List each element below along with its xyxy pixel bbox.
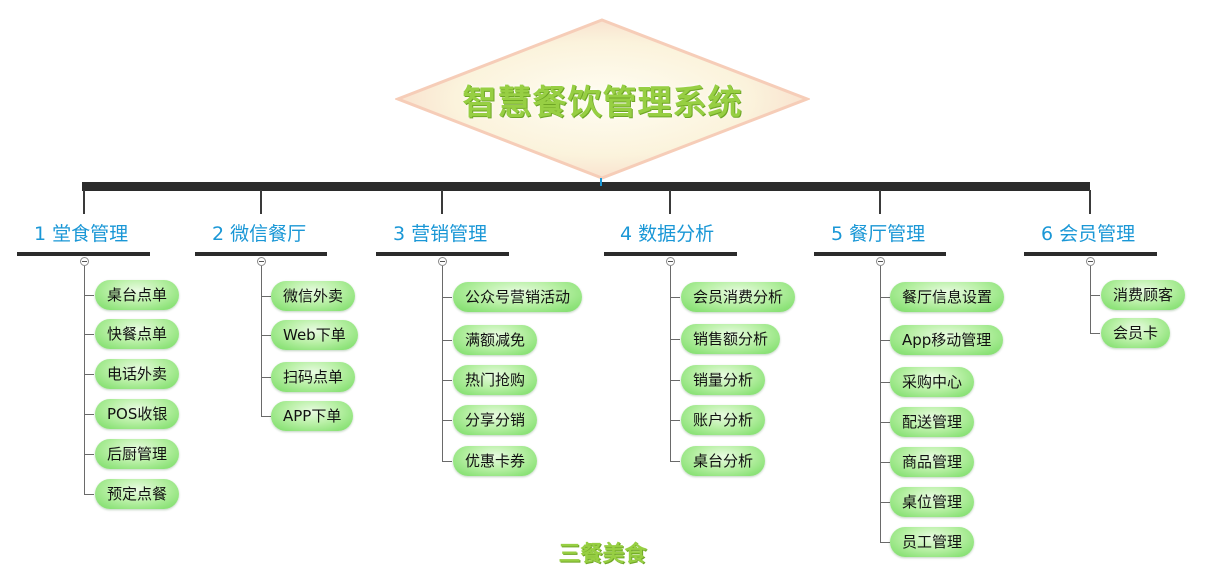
topic-node[interactable]: 餐厅信息设置 xyxy=(890,282,1005,312)
tree-branch-tick xyxy=(442,380,452,381)
collapse-toggle-icon[interactable] xyxy=(666,257,675,266)
topic-node[interactable]: 消费顾客 xyxy=(1101,280,1186,310)
topic-node[interactable]: 会员卡 xyxy=(1101,318,1171,348)
collapse-toggle-icon[interactable] xyxy=(1086,257,1095,266)
category-underline xyxy=(376,252,509,256)
category-label: 5 餐厅管理 xyxy=(831,223,926,245)
topic-node[interactable]: POS收银 xyxy=(95,399,180,429)
tree-branch-tick xyxy=(880,422,890,423)
collapse-toggle-icon[interactable] xyxy=(80,257,89,266)
category-label: 2 微信餐厅 xyxy=(212,223,307,245)
tree-branch-tick xyxy=(84,454,94,455)
tree-branch-tick xyxy=(1090,333,1100,334)
category-connector xyxy=(879,190,881,214)
category-connector xyxy=(441,190,443,214)
topic-node[interactable]: 会员消费分析 xyxy=(681,282,796,312)
tree-branch-tick xyxy=(880,462,890,463)
topic-node[interactable]: 销售额分析 xyxy=(681,324,781,354)
tree-branch-tick xyxy=(442,461,452,462)
collapse-toggle-icon[interactable] xyxy=(257,257,266,266)
category-underline xyxy=(814,252,946,256)
topic-node[interactable]: 热门抢购 xyxy=(453,365,538,395)
topic-node[interactable]: 公众号营销活动 xyxy=(453,282,583,312)
topic-node[interactable]: App移动管理 xyxy=(890,325,1004,355)
tree-branch-tick xyxy=(261,335,271,336)
topic-node[interactable]: APP下单 xyxy=(271,401,354,431)
tree-branch-tick xyxy=(670,380,680,381)
tree-branch-tick xyxy=(880,382,890,383)
diamond-shape xyxy=(393,18,812,180)
topic-node[interactable]: 预定点餐 xyxy=(95,479,180,509)
tree-branch-tick xyxy=(442,340,452,341)
category-label: 6 会员管理 xyxy=(1041,223,1136,245)
tree-branch-tick xyxy=(442,420,452,421)
topic-node[interactable]: 满额减免 xyxy=(453,325,538,355)
tree-branch-line xyxy=(84,266,85,494)
tree-branch-tick xyxy=(442,297,452,298)
topic-node[interactable]: 分享分销 xyxy=(453,405,538,435)
topic-node[interactable]: Web下单 xyxy=(271,320,358,350)
tree-branch-line xyxy=(1090,266,1091,333)
category-connector xyxy=(669,190,671,214)
tree-branch-tick xyxy=(84,334,94,335)
category-label: 1 堂食管理 xyxy=(34,223,129,245)
topic-node[interactable]: 员工管理 xyxy=(890,527,975,557)
topic-node[interactable]: 配送管理 xyxy=(890,407,975,437)
tree-branch-tick xyxy=(670,420,680,421)
collapse-toggle-icon[interactable] xyxy=(876,257,885,266)
tree-branch-line xyxy=(261,266,262,416)
tree-branch-tick xyxy=(261,377,271,378)
title-diamond: 智慧餐饮管理系统 xyxy=(393,18,812,180)
tree-branch-tick xyxy=(670,297,680,298)
tree-branch-tick xyxy=(1090,295,1100,296)
topic-node[interactable]: 微信外卖 xyxy=(271,281,356,311)
topic-node[interactable]: 账户分析 xyxy=(681,405,766,435)
topic-node[interactable]: 桌位管理 xyxy=(890,487,975,517)
category-connector xyxy=(260,190,262,214)
category-underline xyxy=(195,252,327,256)
topic-node[interactable]: 采购中心 xyxy=(890,367,975,397)
tree-branch-tick xyxy=(880,340,890,341)
tree-branch-tick xyxy=(261,416,271,417)
category-underline xyxy=(604,252,737,256)
tree-branch-tick xyxy=(880,542,890,543)
category-label: 3 营销管理 xyxy=(393,223,488,245)
tree-branch-tick xyxy=(84,414,94,415)
tree-branch-tick xyxy=(880,297,890,298)
topic-node[interactable]: 优惠卡券 xyxy=(453,446,538,476)
main-connector-bar xyxy=(82,182,1090,191)
topic-node[interactable]: 桌台点单 xyxy=(95,280,180,310)
topic-node[interactable]: 扫码点单 xyxy=(271,362,356,392)
tree-branch-tick xyxy=(84,374,94,375)
tree-branch-tick xyxy=(84,295,94,296)
category-underline xyxy=(17,252,150,256)
tree-branch-tick xyxy=(670,461,680,462)
topic-node[interactable]: 快餐点单 xyxy=(95,319,180,349)
category-underline xyxy=(1024,252,1157,256)
tree-branch-tick xyxy=(84,494,94,495)
topic-node[interactable]: 销量分析 xyxy=(681,365,766,395)
topic-node[interactable]: 后厨管理 xyxy=(95,439,180,469)
footer-brand: 三餐美食 xyxy=(558,542,647,567)
topic-node[interactable]: 电话外卖 xyxy=(95,359,180,389)
tree-branch-line xyxy=(442,266,443,461)
root-anchor xyxy=(600,178,602,186)
category-label: 4 数据分析 xyxy=(620,223,715,245)
tree-branch-tick xyxy=(880,502,890,503)
tree-branch-tick xyxy=(670,339,680,340)
category-connector xyxy=(83,190,85,214)
category-connector xyxy=(1089,190,1091,214)
topic-node[interactable]: 商品管理 xyxy=(890,447,975,477)
diagram-title: 智慧餐饮管理系统 xyxy=(462,82,743,123)
collapse-toggle-icon[interactable] xyxy=(438,257,447,266)
topic-node[interactable]: 桌台分析 xyxy=(681,446,766,476)
tree-branch-tick xyxy=(261,296,271,297)
tree-branch-line xyxy=(670,266,671,461)
tree-branch-line xyxy=(880,266,881,542)
